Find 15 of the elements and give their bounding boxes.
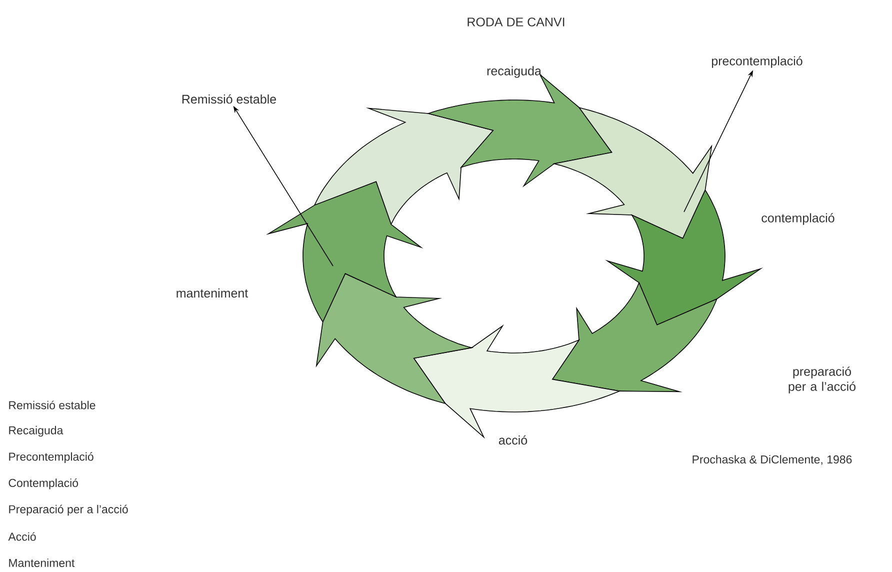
list-item: Manteniment	[9, 558, 75, 567]
stage-label: Remissió estable	[182, 94, 276, 104]
list-item: Recaiguda	[9, 426, 64, 437]
stage-label: recaiguda	[487, 66, 542, 78]
stage-label: manteniment	[176, 288, 248, 298]
list-item: Remissió estable	[9, 400, 96, 410]
list-item: Precontemplació	[9, 452, 94, 463]
list-item: Contemplació	[8, 478, 78, 490]
stage-label: acció	[498, 435, 528, 445]
list-item: Acció	[8, 532, 36, 541]
title: RODA DE CANVI	[468, 18, 564, 26]
stage-label: precontemplació	[712, 56, 802, 68]
stage-label: preparació per a l’acció	[788, 366, 856, 394]
citation: Prochaska & DiClemente, 1986	[692, 455, 852, 465]
list-item: Preparació per a l’acció	[9, 504, 128, 516]
